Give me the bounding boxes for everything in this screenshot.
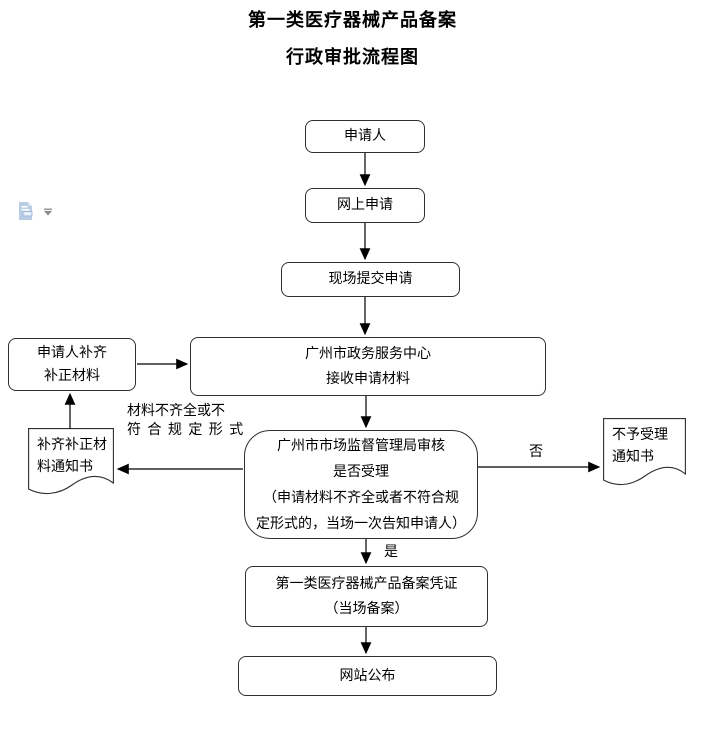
- flow-node-label: 定形式的，当场一次告知申请人）: [256, 515, 466, 532]
- flow-node-label: 第一类医疗器械产品备案凭证: [275, 575, 458, 592]
- flow-doc-label: 料通知书: [37, 459, 93, 475]
- flow-node-publish: 网站公布: [238, 656, 497, 696]
- flow-node-label: （申请材料不齐全或者不符合规: [263, 489, 459, 506]
- flow-node-service-center: 广州市政务服务中心 接收申请材料: [190, 337, 546, 396]
- flow-node-label: 是否受理: [333, 463, 389, 480]
- flow-node-label: 广州市市场监督管理局审核: [277, 437, 445, 454]
- edge-label-incomplete: 材料不齐全或不: [127, 403, 225, 419]
- flow-node-label: 补正材料: [44, 367, 100, 384]
- flow-node-label: 申请人: [344, 128, 386, 144]
- paste-options-button[interactable]: [16, 199, 56, 227]
- flow-node-certificate: 第一类医疗器械产品备案凭证 （当场备案）: [245, 566, 488, 627]
- flow-node-online-apply: 网上申请: [305, 188, 425, 223]
- flow-node-label: 申请人补齐: [37, 344, 107, 361]
- document-shape: [603, 418, 686, 485]
- edge-label-no: 否: [529, 444, 543, 460]
- page-title: 第一类医疗器械产品备案: [248, 10, 457, 31]
- page-subtitle: 行政审批流程图: [286, 47, 419, 68]
- flow-node-label: （当场备案）: [324, 600, 409, 617]
- flow-node-onsite-submit: 现场提交申请: [281, 262, 460, 297]
- flow-doc-supplement-notice: 补齐补正材 料通知书: [28, 428, 114, 498]
- document-shape: [28, 428, 114, 494]
- flow-doc-label: 补齐补正材: [37, 437, 107, 453]
- flow-node-label: 网上申请: [337, 197, 393, 213]
- flow-node-label: 接收申请材料: [326, 370, 410, 387]
- edge-label-incomplete: 符 合 规 定 形 式: [127, 422, 245, 438]
- flow-doc-label: 不予受理: [612, 427, 668, 443]
- flow-node-supplement-materials: 申请人补齐 补正材料: [8, 338, 136, 391]
- flow-doc-reject-notice: 不予受理 通知书: [603, 418, 686, 490]
- edge-label-yes: 是: [384, 544, 398, 560]
- flow-node-label: 现场提交申请: [328, 271, 413, 287]
- dropdown-arrow-icon: [44, 208, 52, 216]
- flow-node-label: 网站公布: [339, 667, 396, 684]
- flow-node-applicant: 申请人: [305, 120, 425, 153]
- flow-node-review-decision: 广州市市场监督管理局审核 是否受理 （申请材料不齐全或者不符合规 定形式的，当场…: [244, 430, 478, 539]
- flow-node-label: 广州市政务服务中心: [305, 345, 431, 362]
- flow-doc-label: 通知书: [612, 449, 654, 465]
- paste-options-icon: [19, 202, 33, 220]
